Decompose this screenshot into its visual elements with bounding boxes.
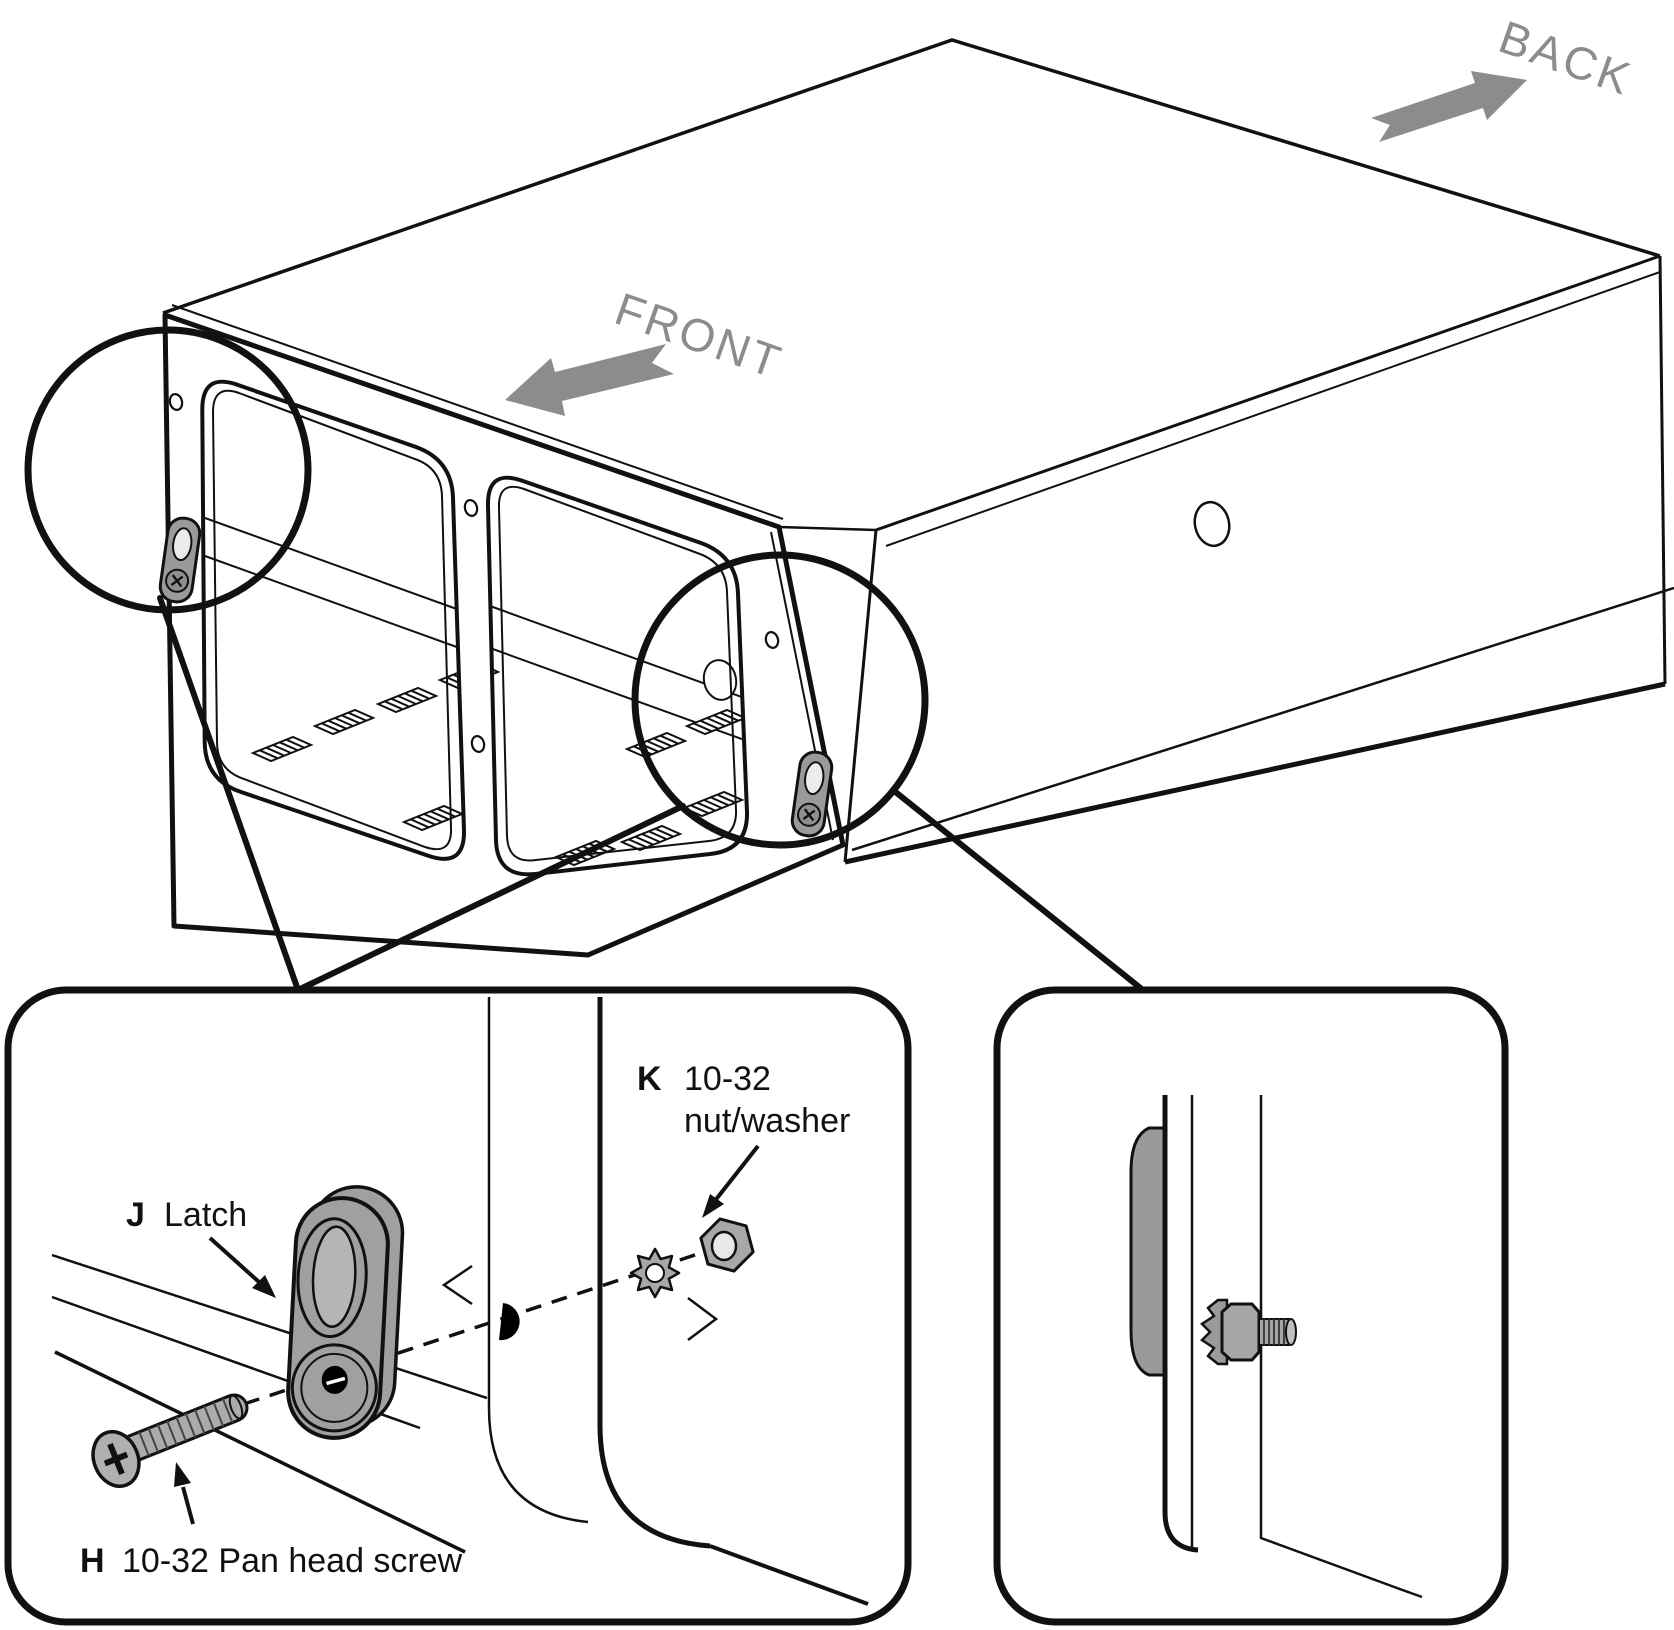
stud-threads — [1263, 1319, 1285, 1345]
chassis — [158, 38, 1674, 958]
label-j-arrow-line — [208, 1236, 261, 1284]
bay-1-inner-lip — [211, 389, 453, 851]
bay-2-frame — [485, 475, 750, 877]
label-k-line1: 10-32 — [684, 1060, 771, 1098]
chassis-side-fold-line — [851, 586, 1674, 852]
phillips-cross-icon — [103, 1443, 129, 1475]
chassis-interior — [204, 517, 748, 866]
front-panel-top-thickness-line — [171, 304, 784, 520]
installed-fastener — [1200, 1298, 1297, 1366]
latch-hole-ring-inner — [300, 1352, 369, 1423]
interior-hole — [702, 659, 738, 701]
hex-nut — [699, 1217, 755, 1273]
panel-mounting-holes — [168, 393, 780, 753]
installed-rail — [1162, 1095, 1423, 1599]
leader-right-circle-to-left-box — [295, 803, 686, 993]
screw-threads — [138, 1398, 234, 1457]
latch-slot-inner — [311, 1225, 357, 1328]
label-h: H 10-32 Pan head screw — [80, 1462, 463, 1580]
magnifier-circle-right — [631, 551, 929, 849]
phillips-screw-icon — [170, 574, 184, 588]
label-k: K 10-32 nut/washer — [637, 1060, 850, 1218]
rail-screw-hole — [499, 1303, 520, 1341]
rail-inner-edge — [487, 997, 589, 1524]
label-h-key: H — [80, 1542, 105, 1580]
label-j: J Latch — [126, 1196, 276, 1298]
callout-leader-lines — [157, 595, 1146, 993]
bay-1-frame — [200, 379, 467, 861]
rail-back-edge-and-floor — [1259, 1095, 1423, 1599]
side-panel-hole — [1193, 500, 1231, 548]
direction-back: BACK — [1371, 10, 1639, 142]
washer-hole — [645, 1263, 665, 1283]
back-arrow-icon — [1371, 71, 1527, 142]
mounting-hole — [470, 735, 486, 753]
detail-box-left-border — [4, 986, 912, 1626]
front-arrow-icon — [505, 344, 674, 416]
detail-box-installed — [993, 986, 1509, 1626]
latch-side-silhouette — [1129, 1126, 1167, 1377]
hex-nut-side — [1220, 1302, 1261, 1362]
chassis-side-face — [845, 256, 1665, 862]
label-j-text: Latch — [164, 1196, 247, 1234]
magnifier-circle-left — [24, 326, 312, 614]
chassis-fold-inner-line — [885, 271, 1661, 547]
exploded-rail — [487, 997, 869, 1606]
floor-edge — [709, 1544, 869, 1606]
rail-outer-edge — [597, 997, 711, 1549]
label-h-arrowhead — [174, 1462, 191, 1487]
leader-right-circle-to-right-box — [890, 787, 1146, 993]
vent-chevron-left — [441, 1264, 473, 1306]
phillips-screw-icon — [802, 808, 816, 822]
label-j-key: J — [126, 1196, 145, 1234]
chassis-back-right-edge — [1658, 255, 1667, 685]
mounting-hole — [764, 631, 780, 649]
pan-head-screw — [91, 1393, 249, 1488]
latch-right-installed — [790, 750, 834, 838]
chassis-front-top-joint — [778, 525, 877, 532]
rail-front-edge — [1162, 1095, 1199, 1553]
stud-end — [1285, 1318, 1297, 1346]
label-k-arrow-line — [712, 1144, 760, 1204]
nut-hole — [710, 1230, 738, 1262]
chassis-top-edges — [162, 38, 1661, 315]
bay-2-inner-lip — [497, 485, 738, 862]
label-k-line2: nut/washer — [684, 1102, 850, 1140]
chassis-bottom-right-edge — [844, 681, 1666, 865]
detail-box-exploded: J Latch K 10-32 nut/washer H 10-32 Pan h… — [4, 986, 912, 1626]
mounting-hole — [463, 499, 479, 517]
label-k-key: K — [637, 1060, 662, 1098]
label-j-arrowhead — [252, 1275, 276, 1298]
label-h-arrow-line — [181, 1486, 195, 1525]
latch-hole-ring-outer — [290, 1343, 378, 1433]
chassis-top-side-fold — [875, 254, 1661, 532]
label-h-text: 10-32 Pan head screw — [122, 1542, 463, 1580]
latch-slot-outer — [296, 1217, 368, 1339]
latch-left-installed — [158, 516, 202, 604]
axis-dash-through-hole — [326, 1376, 346, 1386]
leader-left-circle-to-left-box — [157, 595, 301, 993]
screw-head — [91, 1430, 141, 1488]
star-washer — [629, 1247, 681, 1299]
screw-tip — [228, 1394, 244, 1420]
mounting-hole — [168, 393, 184, 411]
vent-chevron-right — [687, 1297, 719, 1341]
label-k-arrowhead — [702, 1194, 724, 1218]
latch-exploded — [286, 1185, 405, 1440]
